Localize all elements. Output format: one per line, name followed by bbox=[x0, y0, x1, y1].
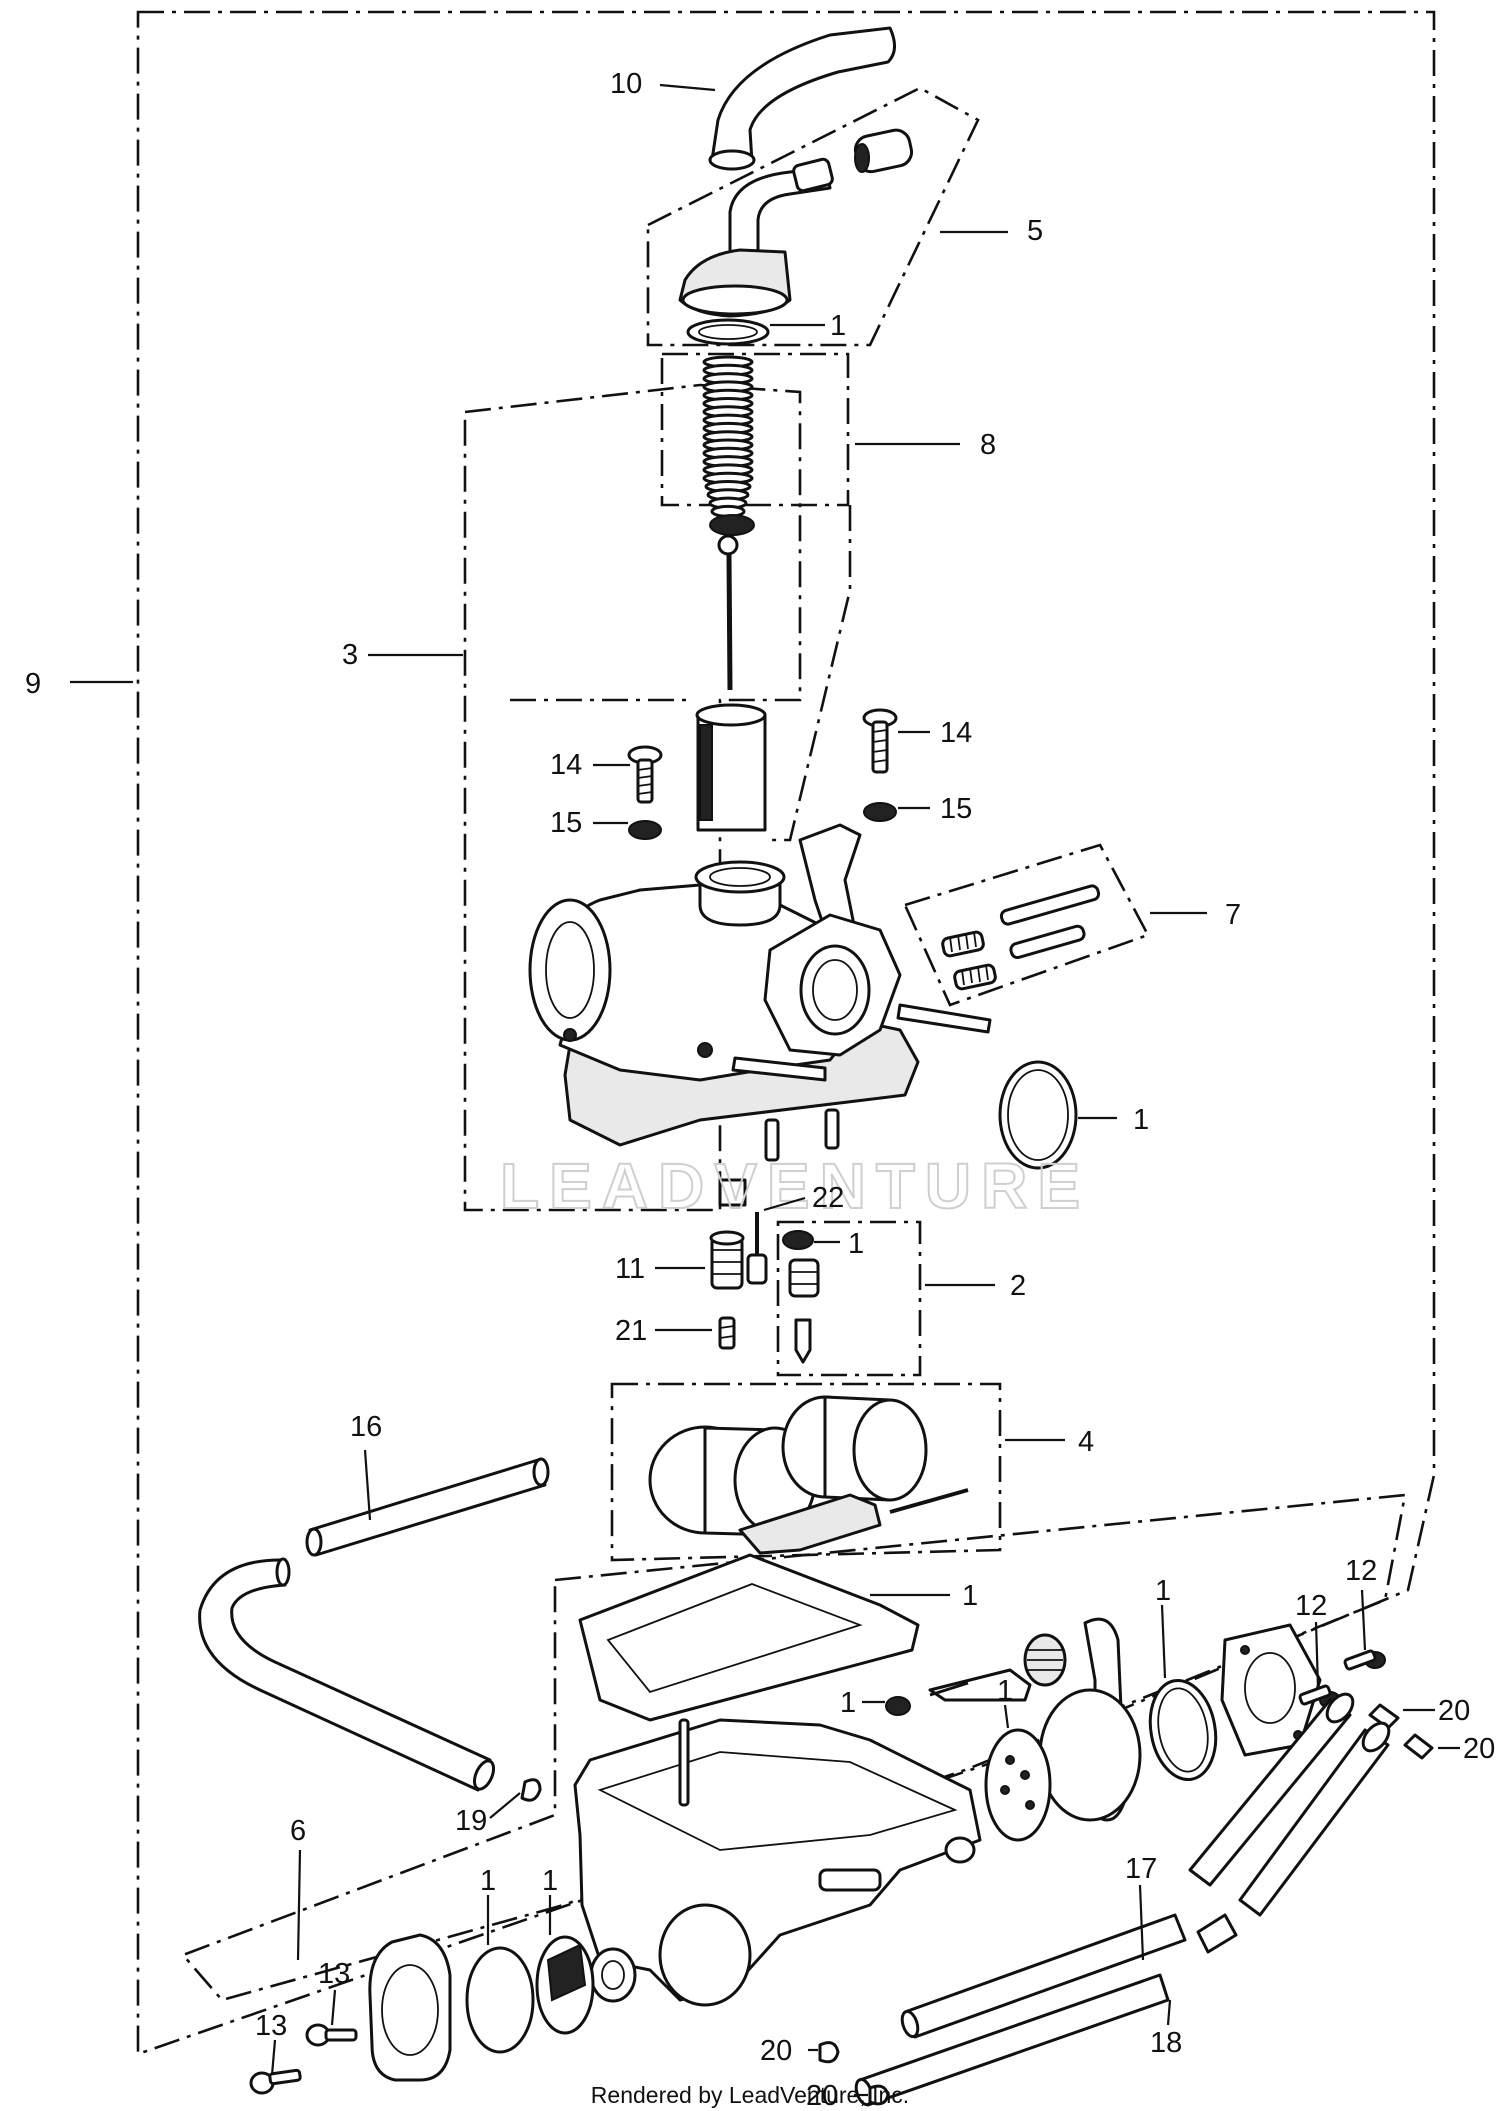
jet-set-part-7 bbox=[941, 884, 1101, 991]
callout-18: 18 bbox=[1150, 2027, 1182, 2059]
group-6-boundary bbox=[180, 1493, 1407, 2002]
callout-1-diaphragm-bottom: 1 bbox=[542, 1865, 558, 1897]
washer-part-15-right bbox=[863, 802, 897, 822]
group-3-inner-boundary bbox=[510, 505, 852, 842]
callout-3: 3 bbox=[342, 639, 358, 671]
float-part-4 bbox=[648, 1395, 969, 1555]
callout-20-c: 20 bbox=[760, 2035, 792, 2067]
assembly-9-boundary bbox=[136, 10, 1436, 2056]
hose-curved bbox=[198, 1557, 496, 1792]
callout-13-upper: 13 bbox=[318, 1958, 350, 1990]
callout-1-top: 1 bbox=[830, 310, 846, 342]
o-ring-part-1-air-screw bbox=[885, 1696, 911, 1716]
main-jet-part-11 bbox=[709, 1178, 747, 1290]
jet-part-21 bbox=[718, 1316, 736, 1350]
bowl-gasket-part-1 bbox=[578, 1553, 920, 1722]
gasket-part-1-bottom bbox=[465, 1946, 535, 2054]
callout-1-body: 1 bbox=[1133, 1104, 1149, 1136]
leader-lines bbox=[70, 83, 1460, 2097]
carburetor-body bbox=[528, 823, 992, 1162]
callout-21: 21 bbox=[615, 1315, 647, 1347]
screw-part-14-left bbox=[627, 745, 663, 804]
callout-16: 16 bbox=[350, 1411, 382, 1443]
o-ring-part-1-body bbox=[998, 1060, 1078, 1170]
callout-5: 5 bbox=[1027, 215, 1043, 247]
o-ring-part-1-body-inner bbox=[1007, 1069, 1069, 1161]
needle-valve-part-2 bbox=[782, 1230, 820, 1364]
o-ring-part-1-top bbox=[686, 318, 770, 346]
screw-part-13-upper bbox=[305, 2023, 358, 2047]
callout-20-b: 20 bbox=[1463, 1733, 1495, 1765]
bottom-cover bbox=[368, 1933, 452, 2082]
callout-19: 19 bbox=[455, 1805, 487, 1837]
throttle-slide-part-3 bbox=[695, 514, 767, 832]
credit-text: Rendered by LeadVenture, Inc. bbox=[591, 2082, 909, 2108]
o-ring-part-1-lower bbox=[1148, 1678, 1218, 1782]
group-2-boundary bbox=[776, 1220, 922, 1377]
screw-part-14-right bbox=[862, 708, 898, 774]
callout-1-o-ring-lower: 1 bbox=[1155, 1575, 1171, 1607]
callout-14-left: 14 bbox=[550, 749, 582, 781]
callout-12-right: 12 bbox=[1345, 1555, 1377, 1587]
washer-part-15-left bbox=[628, 820, 662, 840]
throttle-spring-part-8 bbox=[702, 355, 754, 518]
drain-tube-part-18 bbox=[900, 1913, 1238, 2039]
callout-9: 9 bbox=[25, 668, 41, 700]
screw-part-13-lower bbox=[249, 2068, 302, 2095]
float-bowl bbox=[573, 1718, 982, 2007]
callout-1-diaphragm: 1 bbox=[997, 1675, 1013, 1707]
clip-part-19 bbox=[520, 1778, 542, 1802]
diaphragm-part-1-bottom bbox=[535, 1935, 595, 2035]
callout-20-d: 20 bbox=[806, 2080, 838, 2111]
callout-1-gasket-bottom: 1 bbox=[480, 1865, 496, 1897]
callout-14-right: 14 bbox=[940, 717, 972, 749]
vent-tube-part-10 bbox=[708, 26, 896, 171]
callout-11: 11 bbox=[615, 1253, 645, 1285]
callout-10: 10 bbox=[610, 68, 642, 100]
callout-12-left: 12 bbox=[1295, 1590, 1327, 1622]
group-5-boundary bbox=[646, 86, 980, 347]
pilot-jet-part-22 bbox=[746, 1212, 768, 1285]
clip-part-20-lower bbox=[818, 2041, 840, 2064]
callout-2: 2 bbox=[1010, 1270, 1026, 1302]
air-screw-assembly bbox=[928, 1633, 1067, 1702]
callout-6: 6 bbox=[290, 1815, 306, 1847]
callout-1-air-screw: 1 bbox=[840, 1687, 856, 1719]
callout-1-gasket: 1 bbox=[962, 1580, 978, 1612]
callout-1-valve: 1 bbox=[848, 1228, 864, 1260]
callout-7: 7 bbox=[1225, 899, 1241, 931]
group-8-boundary bbox=[660, 352, 850, 507]
callout-20-a: 20 bbox=[1438, 1695, 1470, 1727]
diaphragm-part-1 bbox=[984, 1728, 1052, 1842]
choke-lever bbox=[1038, 1617, 1142, 1822]
callout-labels: 9 10 5 1 8 3 14 15 14 15 7 1 22 1 2 11 2… bbox=[25, 68, 1495, 2111]
top-cap-part-5 bbox=[678, 128, 914, 318]
watermark: LEADVENTURE bbox=[500, 1150, 1090, 1222]
hose-part-16 bbox=[305, 1457, 550, 1557]
group-4-boundary bbox=[610, 1382, 1002, 1562]
clip-part-20-lower-2 bbox=[868, 2084, 890, 2106]
callout-17: 17 bbox=[1125, 1853, 1157, 1885]
callout-8: 8 bbox=[980, 429, 996, 461]
callout-4: 4 bbox=[1078, 1426, 1094, 1458]
callout-15-left: 15 bbox=[550, 807, 582, 839]
clip-part-20-upper-2 bbox=[1403, 1733, 1434, 1760]
callout-15-right: 15 bbox=[940, 793, 972, 825]
callout-13-lower: 13 bbox=[255, 2010, 287, 2042]
drain-tube-part-17 bbox=[854, 1692, 1391, 2107]
group-7-boundary bbox=[903, 843, 1150, 1007]
callout-22: 22 bbox=[812, 1182, 844, 1214]
screw-part-12-right bbox=[1343, 1649, 1386, 1671]
